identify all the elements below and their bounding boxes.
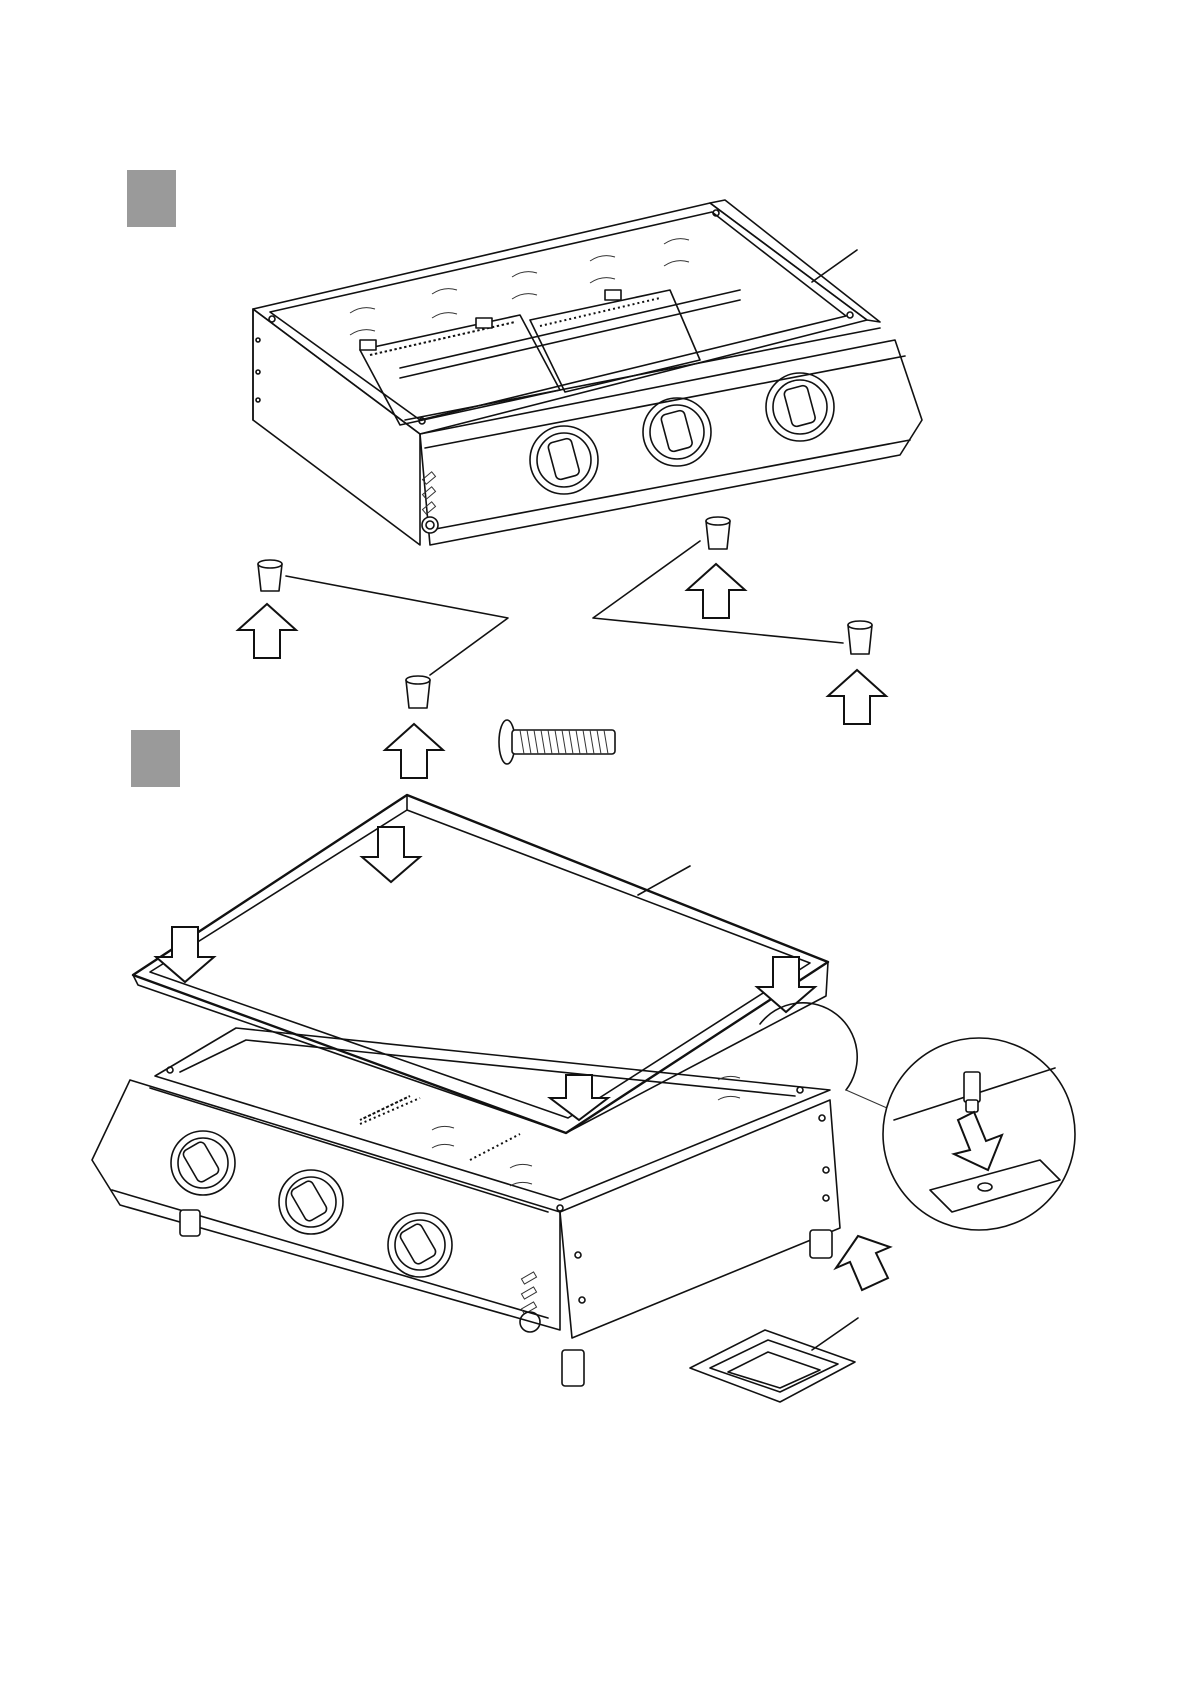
rubber-foot-icon xyxy=(406,676,430,708)
control-knob-1 xyxy=(530,426,598,494)
rubber-foot-icon xyxy=(964,1072,980,1112)
griddle-plate xyxy=(133,795,828,1133)
control-knob-1 xyxy=(171,1131,235,1195)
down-arrow-icon xyxy=(362,827,420,882)
control-knob-2 xyxy=(643,398,711,466)
down-arrow-icon xyxy=(550,1075,608,1120)
rubber-foot-icon xyxy=(258,560,282,591)
control-knob-2 xyxy=(279,1170,343,1234)
up-arrow-icon xyxy=(385,724,443,778)
rubber-foot-icon xyxy=(706,517,730,549)
side-arrow-icon xyxy=(836,1236,890,1290)
up-arrow-icon xyxy=(238,604,296,658)
rubber-foot-icon xyxy=(848,621,872,654)
grill-body-base xyxy=(92,1028,840,1338)
step-badge-2 xyxy=(131,730,180,787)
up-arrow-icon xyxy=(687,564,745,618)
grill-body-top xyxy=(253,200,922,545)
screw-icon xyxy=(499,720,615,764)
down-arrow-icon xyxy=(954,1112,1002,1170)
grease-tray-icon xyxy=(690,1318,858,1402)
up-arrow-icon xyxy=(828,670,886,724)
detail-magnifier-icon xyxy=(760,1003,1075,1230)
step-badge-1 xyxy=(127,170,176,227)
control-knob-3 xyxy=(766,373,834,441)
control-knob-3 xyxy=(388,1213,452,1277)
